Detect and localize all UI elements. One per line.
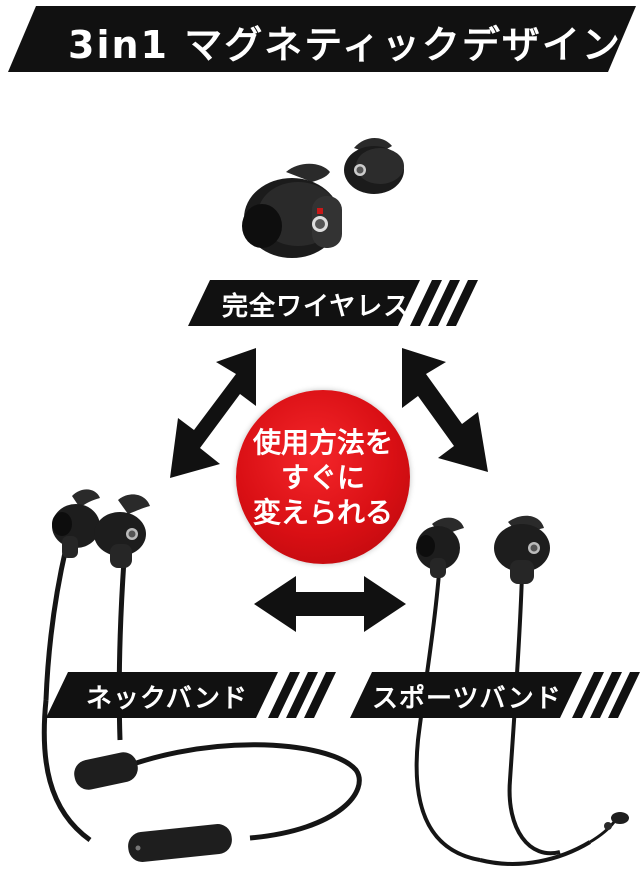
neckband-label: ネックバンド (86, 684, 249, 714)
arrow-left-diagonal-icon (170, 348, 256, 478)
neckband-earphones-image (41, 489, 362, 862)
center-badge: 使用方法を すぐに 変えられる (236, 390, 410, 564)
neckband-label-banner: ネックバンド (46, 672, 336, 718)
page-title: 3in1 マグネティックデザイン (68, 23, 622, 67)
center-badge-line-1: 使用方法を (252, 425, 393, 459)
center-badge-line-3: 変えられる (252, 495, 393, 529)
title-banner: 3in1 マグネティックデザイン (8, 6, 636, 72)
arrow-horizontal-icon (254, 576, 406, 632)
sportsband-label-banner: スポーツバンド (350, 672, 640, 718)
wireless-label: 完全ワイヤレス (222, 292, 411, 322)
wireless-label-banner: 完全ワイヤレス (188, 280, 478, 326)
center-badge-line-2: すぐに (280, 460, 365, 494)
wireless-earbuds-image (242, 138, 404, 258)
title-banner-background (8, 6, 636, 72)
sportsband-earphones-image (414, 515, 629, 866)
arrow-right-diagonal-icon (402, 348, 488, 472)
sportsband-label: スポーツバンド (372, 684, 562, 714)
